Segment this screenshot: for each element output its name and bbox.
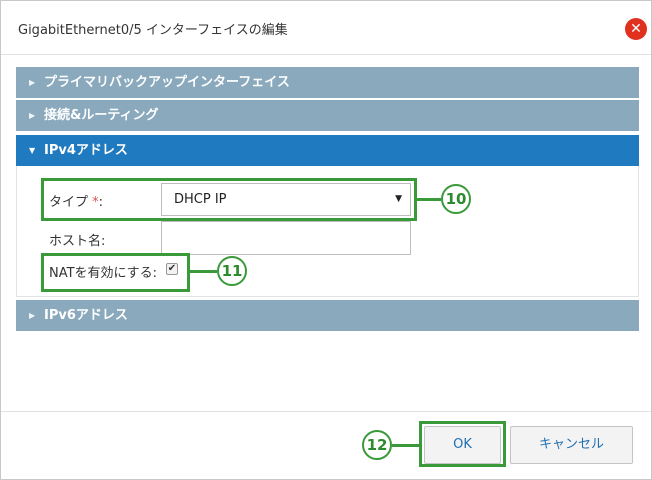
highlight-nat-row (41, 253, 190, 292)
section-label: IPv4アドレス (44, 143, 128, 158)
close-icon[interactable]: ✕ (625, 18, 647, 40)
type-select-value: DHCP IP (174, 192, 227, 207)
cancel-button[interactable]: キャンセル (510, 426, 633, 464)
highlight-ok-button (419, 421, 506, 467)
chevron-right-icon: ▶ (29, 78, 36, 87)
required-mark: * (92, 195, 99, 210)
section-label: 接続&ルーティング (44, 108, 159, 123)
type-select[interactable]: DHCP IP ▼ (161, 183, 411, 216)
chevron-right-icon: ▶ (29, 111, 36, 120)
callout-connector (392, 444, 419, 447)
type-label-colon: : (98, 195, 104, 210)
nat-label: NATを有効にする: (49, 266, 158, 281)
highlight-type-row (41, 178, 417, 221)
callout-badge: 11 (217, 256, 247, 286)
host-name-label: ホスト名: (49, 234, 106, 249)
callout-badge: 10 (441, 184, 471, 214)
section-connection-routing[interactable]: ▶ 接続&ルーティング (16, 100, 639, 131)
ok-button[interactable]: OK (424, 426, 501, 464)
section-label: プライマリバックアップインターフェイス (44, 75, 290, 90)
section-label: IPv6アドレス (44, 308, 128, 323)
callout-badge: 12 (362, 430, 392, 460)
dialog-title: GigabitEthernet0/5 インターフェイスの編集 (18, 23, 288, 38)
caret-down-icon: ▼ (395, 194, 402, 204)
type-label-text: タイプ (49, 195, 89, 210)
type-label: タイプ *: (49, 191, 103, 210)
callout-connector (417, 198, 441, 201)
footer-divider (1, 411, 651, 412)
chevron-down-icon: ▼ (29, 146, 36, 155)
chevron-right-icon: ▶ (29, 311, 36, 320)
section-primary-backup-interface[interactable]: ▶ プライマリバックアップインターフェイス (16, 67, 639, 98)
host-name-input[interactable] (161, 221, 411, 255)
callout-connector (190, 270, 217, 273)
section-ipv4-address[interactable]: ▼ IPv4アドレス (16, 135, 639, 166)
dialog-titlebar: GigabitEthernet0/5 インターフェイスの編集 ✕ (1, 1, 651, 55)
section-ipv6-address[interactable]: ▶ IPv6アドレス (16, 300, 639, 331)
nat-checkbox[interactable]: ✔ (166, 263, 178, 275)
